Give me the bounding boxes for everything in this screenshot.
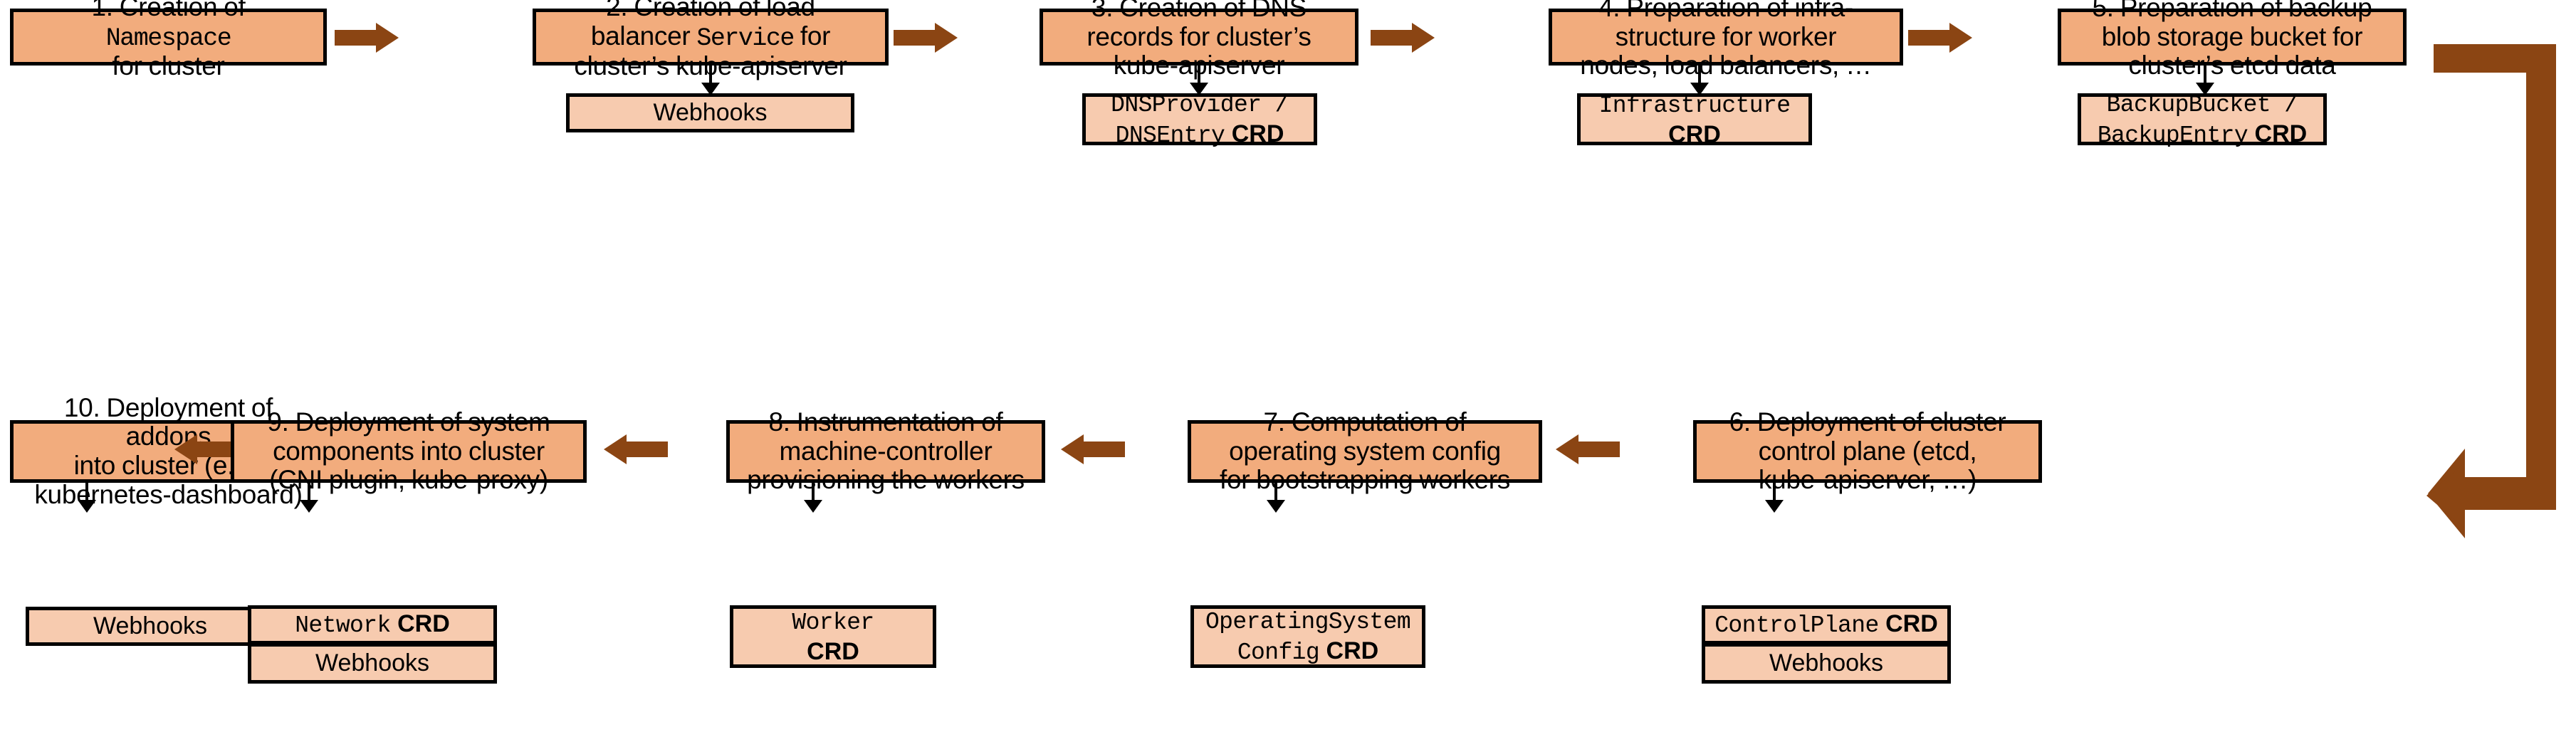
arrowhead-step7-to-crd xyxy=(1267,500,1285,513)
sub-box-6-webhooks[interactable]: Webhooks xyxy=(1702,644,1951,684)
connector-step6-to-crd xyxy=(1773,483,1776,503)
arrowhead-step3-to-crd xyxy=(1190,83,1208,95)
sub-box-9-network-crd[interactable]: Network CRD xyxy=(248,605,497,644)
sub-9-webhooks-text: Webhooks xyxy=(315,649,430,677)
connector-step3-to-crd xyxy=(1198,66,1200,85)
sub-box-3-crd[interactable]: DNSProvider /DNSEntry CRD xyxy=(1082,92,1317,149)
connector-step10-to-webhooks xyxy=(85,483,88,503)
arrow-step3-to-step4 xyxy=(1371,23,1435,53)
connector-step7-to-crd xyxy=(1274,483,1277,503)
sub-5-crd-text: BackupBucket /BackupEntry CRD xyxy=(2097,91,2308,149)
arrow-step5-to-step6-wraparound xyxy=(2421,7,2576,548)
arrowhead-step9-to-crd xyxy=(300,500,318,513)
sub-6-webhooks-text: Webhooks xyxy=(1769,649,1884,677)
connector-step9-to-crd xyxy=(308,483,310,503)
arrowhead-step4-to-crd xyxy=(1690,83,1709,95)
arrowhead-step8-to-crd xyxy=(804,500,822,513)
arrowhead-step5-to-crd xyxy=(2196,83,2214,95)
arrow-step7-to-step8 xyxy=(1061,434,1125,464)
step-4-text: 4. Preparation of infra-structure for wo… xyxy=(1580,0,1872,80)
arrow-step8-to-step9 xyxy=(604,434,668,464)
arrow-step4-to-step5 xyxy=(1908,23,1972,53)
sub-box-6-controlplane-crd[interactable]: ControlPlane CRD xyxy=(1702,605,1951,644)
sub-box-5-crd[interactable]: BackupBucket /BackupEntry CRD xyxy=(2078,92,2327,149)
connector-step2-to-webhooks xyxy=(709,66,712,85)
sub-2-webhooks-text: Webhooks xyxy=(653,99,768,127)
arrowhead-step2-to-webhooks xyxy=(701,83,720,95)
sub-box-9-webhooks[interactable]: Webhooks xyxy=(248,644,497,684)
step-box-4[interactable]: 4. Preparation of infra-structure for wo… xyxy=(1549,0,1903,80)
arrow-step9-to-step10 xyxy=(174,434,239,464)
connector-step5-to-crd xyxy=(2204,66,2206,85)
arrowhead-step6-to-crd xyxy=(1765,500,1784,513)
sub-10-webhooks-text: Webhooks xyxy=(93,612,208,640)
sub-box-2-webhooks[interactable]: Webhooks xyxy=(566,93,854,132)
arrow-step1-to-step2 xyxy=(335,23,399,53)
connector-step4-to-crd xyxy=(1698,66,1701,85)
sub-6-crd-text: ControlPlane CRD xyxy=(1714,610,1938,639)
connector-step8-to-crd xyxy=(812,483,815,503)
arrow-step6-to-step7 xyxy=(1556,434,1620,464)
arrow-step2-to-step3 xyxy=(894,23,958,53)
sub-9-crd-text: Network CRD xyxy=(295,610,450,639)
arrowhead-step10-to-webhooks xyxy=(78,500,96,513)
sub-3-crd-text: DNSProvider /DNSEntry CRD xyxy=(1111,91,1289,149)
sub-box-10-webhooks[interactable]: Webhooks xyxy=(26,607,275,646)
